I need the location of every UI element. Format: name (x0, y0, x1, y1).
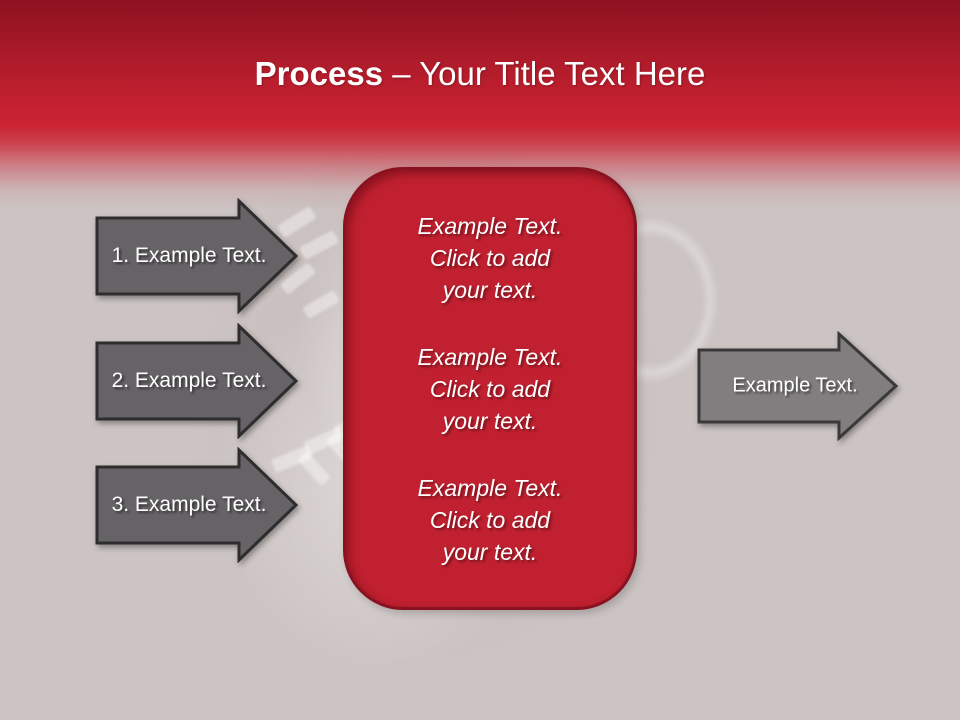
center-text-paragraph-1: Example Text. Click to add your text. (417, 212, 563, 303)
process-arrow-3: 3. Example Text. (95, 447, 300, 563)
process-arrow-1: 1. Example Text. (95, 198, 300, 314)
baseball-stitch (297, 450, 331, 487)
process-arrow-1-label: 1. Example Text. (111, 244, 267, 267)
process-arrow-2: 2. Example Text. (95, 323, 300, 439)
process-arrow-3-label: 3. Example Text. (111, 493, 267, 516)
center-text-paragraph-3: Example Text. Click to add your text. (417, 474, 563, 565)
arrow-right-shape (95, 198, 299, 314)
output-arrow-label: Example Text. (732, 374, 858, 397)
slide-title-rest: – Your Title Text Here (383, 55, 706, 92)
baseball-stitch (302, 289, 340, 320)
baseball-stitch (298, 229, 340, 261)
arrow-right-shape (95, 323, 299, 439)
center-text-box: Example Text. Click to add your text. Ex… (343, 167, 637, 610)
arrow-right-shape (697, 331, 899, 441)
center-text-paragraph-2: Example Text. Click to add your text. (417, 343, 563, 434)
arrow-right-shape (95, 447, 299, 563)
slide-title: Process – Your Title Text Here (0, 52, 960, 96)
output-arrow: Example Text. (697, 331, 900, 441)
process-arrow-2-label: 2. Example Text. (111, 369, 267, 392)
slide-title-keyword: Process (254, 55, 384, 92)
